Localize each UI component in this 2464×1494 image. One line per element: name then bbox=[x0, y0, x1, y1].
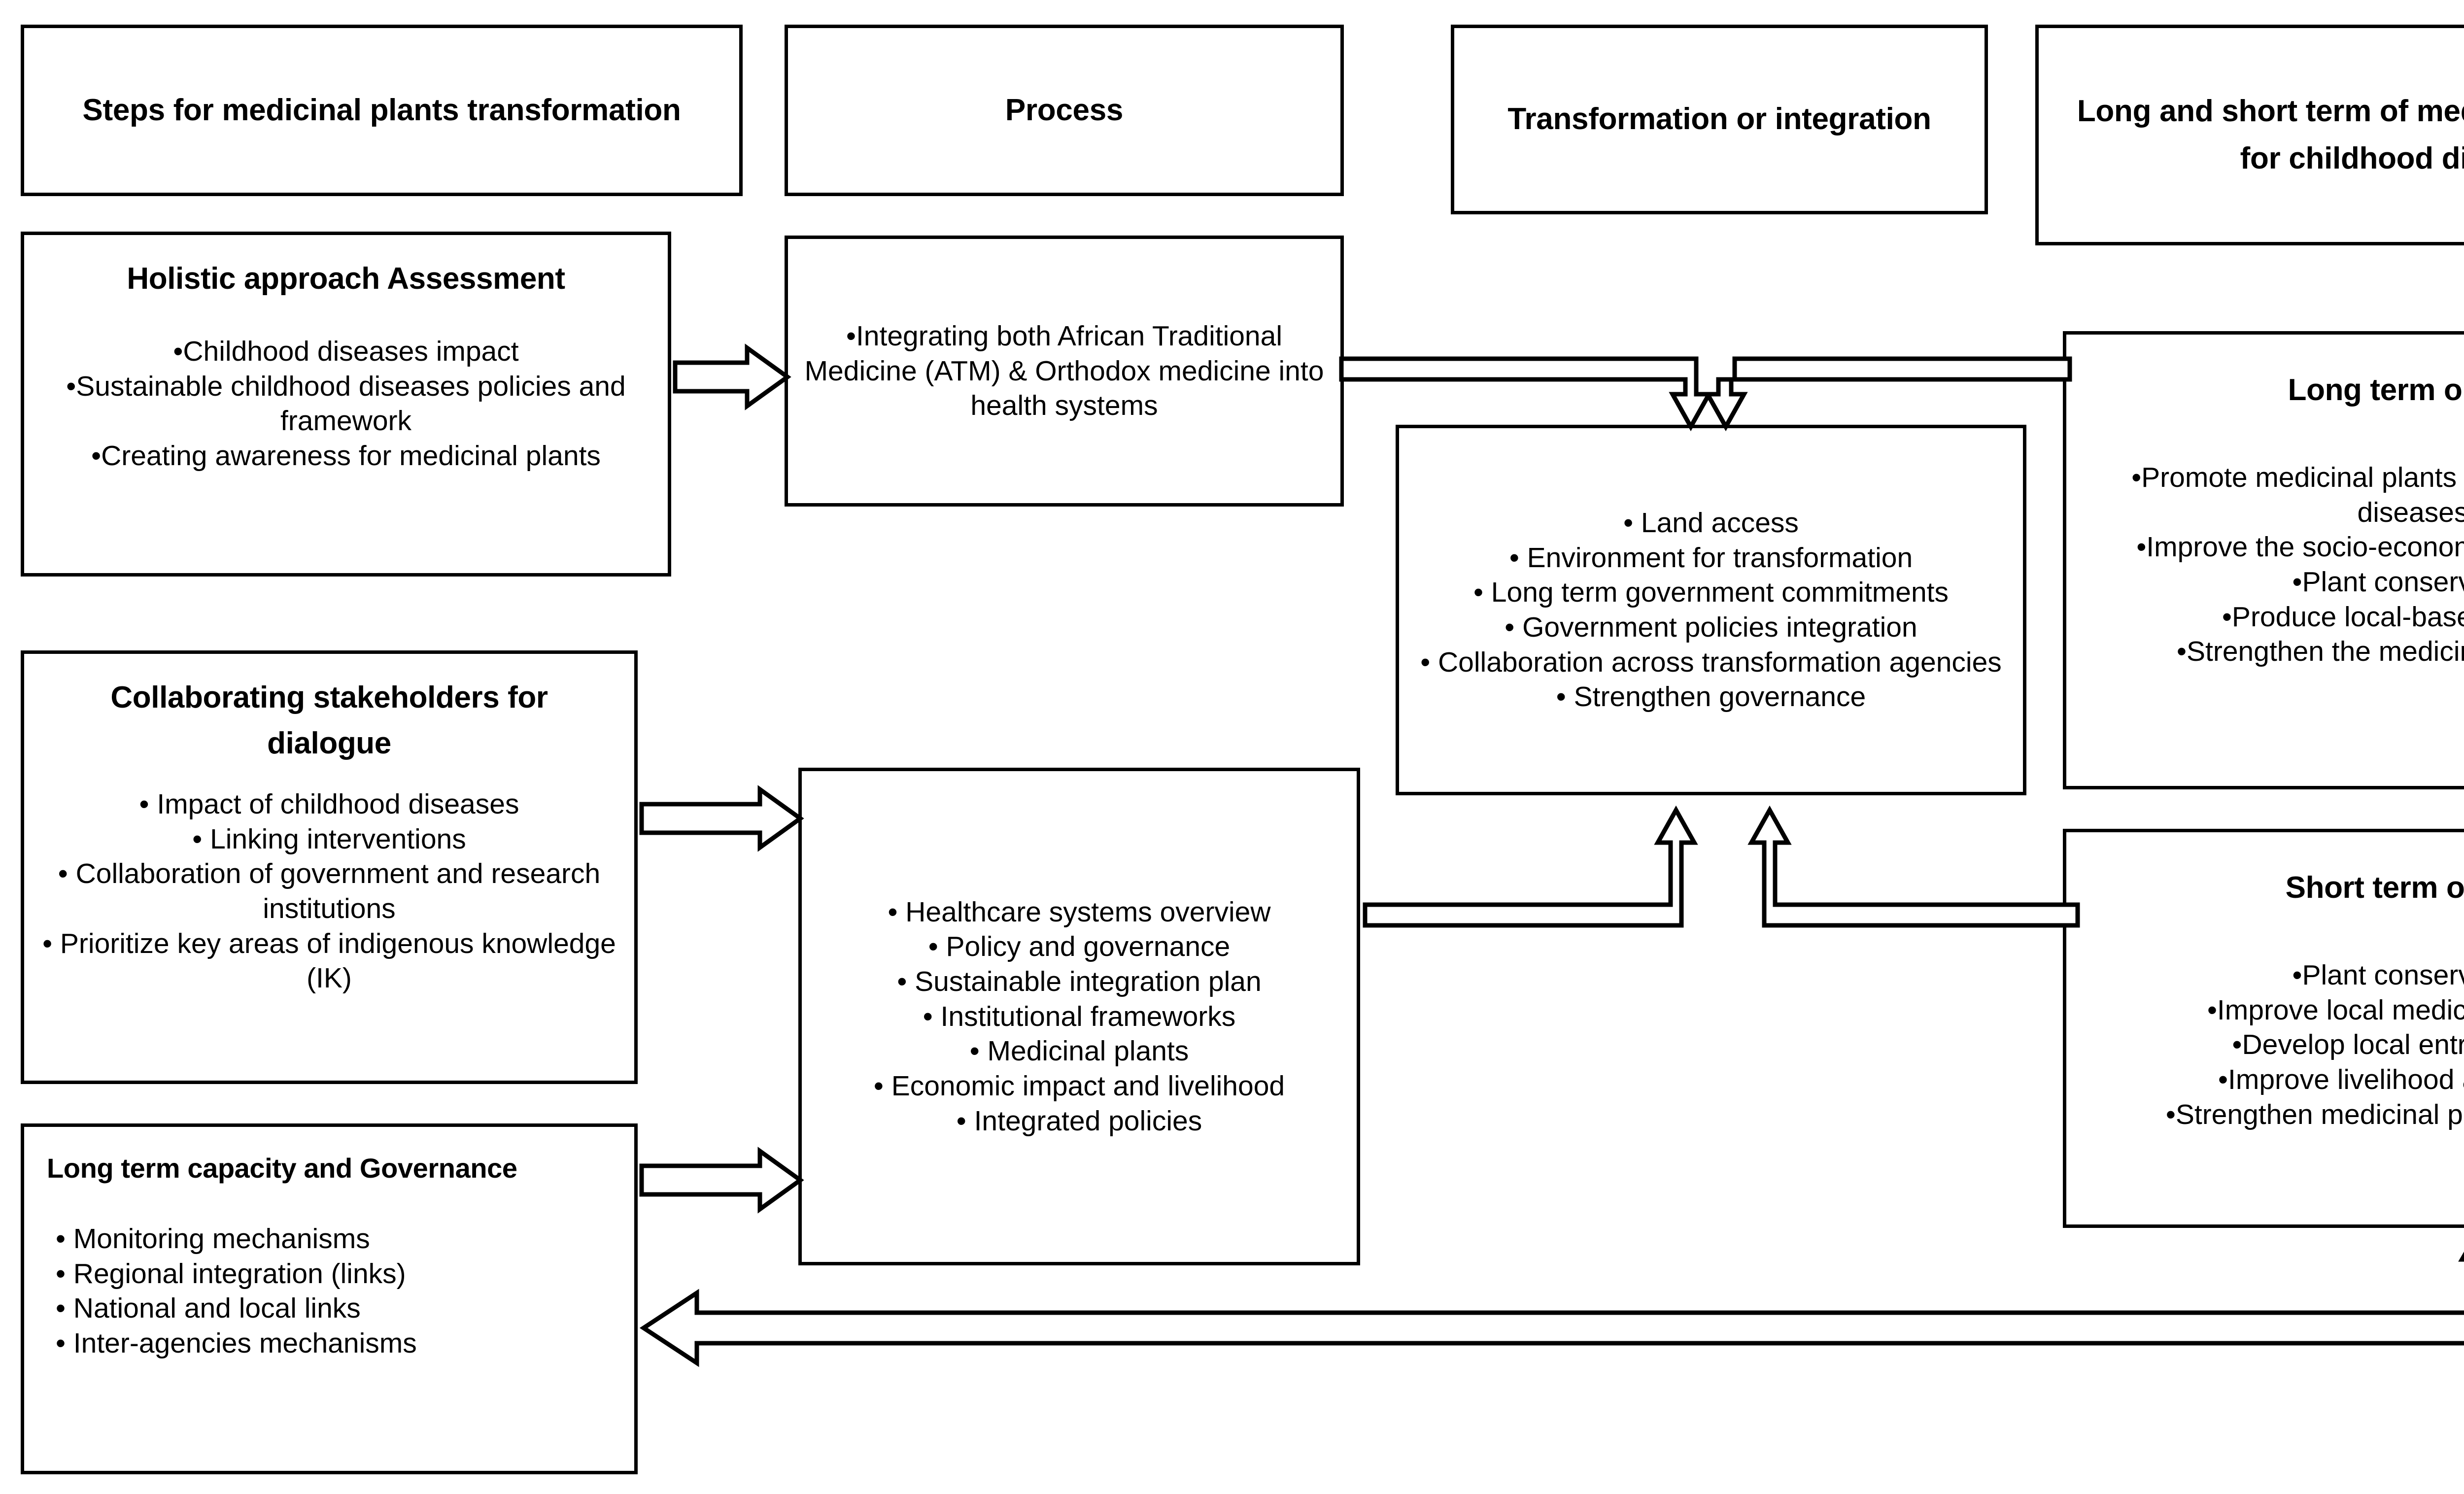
bullet-list-collaborating: Impact of childhood diseases Linking int… bbox=[24, 787, 634, 996]
box-long-term-capacity-governance: Long term capacity and Governance Monito… bbox=[21, 1123, 638, 1474]
box-title-holistic: Holistic approach Assessment bbox=[127, 262, 565, 296]
list-item: Policy and governance bbox=[802, 929, 1357, 964]
list-item: Environment for transformation bbox=[1399, 541, 2023, 576]
bullet-list-healthcare: Healthcare systems overview Policy and g… bbox=[802, 895, 1357, 1139]
list-item: Inter-agencies mechanisms bbox=[24, 1326, 634, 1361]
box-holistic-approach-assessment: Holistic approach Assessment Childhood d… bbox=[21, 232, 671, 577]
list-item: Creating awareness for medicinal plants bbox=[24, 439, 668, 474]
bullet-list-long-term-output: Promote medicinal plants used for childh… bbox=[2066, 460, 2464, 669]
header-box-steps: Steps for medicinal plants transformatio… bbox=[21, 25, 743, 196]
list-item: Collaboration across transformation agen… bbox=[1399, 645, 2023, 680]
list-item: Childhood diseases impact bbox=[24, 334, 668, 369]
box-title-long-term-output: Long term output bbox=[2288, 373, 2464, 407]
list-item: Integrating both African Traditional Med… bbox=[788, 319, 1340, 423]
arrow-capacity-to-healthcare bbox=[639, 1147, 804, 1214]
list-item: Strengthen the medicinal value-chain bbox=[2066, 634, 2464, 669]
arrow-shortterm-to-capacity bbox=[639, 1252, 2464, 1367]
list-item: Government policies integration bbox=[1399, 610, 2023, 645]
list-item: Prioritize key areas of indigenous knowl… bbox=[24, 926, 634, 996]
box-long-term-output: Long term output Promote medicinal plant… bbox=[2063, 331, 2464, 789]
box-integrating-atm-orthodox: Integrating both African Traditional Med… bbox=[785, 236, 1344, 507]
bullet-list-capacity: Monitoring mechanisms Regional integrati… bbox=[24, 1222, 634, 1361]
arrow-holistic-to-integrating bbox=[673, 343, 791, 410]
header-label-process: Process bbox=[1005, 93, 1124, 127]
box-transformation-integration-items: Land access Environment for transformati… bbox=[1396, 425, 2026, 795]
arrow-healthcare-to-transform bbox=[1363, 805, 1698, 928]
list-item: Medicinal plants bbox=[802, 1034, 1357, 1069]
list-item: Improve the socio-economic status of THP… bbox=[2066, 530, 2464, 565]
list-item: Sustainable childhood diseases policies … bbox=[24, 369, 668, 439]
list-item: Institutional frameworks bbox=[802, 999, 1357, 1034]
header-box-transformation: Transformation or integration bbox=[1451, 25, 1988, 214]
list-item: Healthcare systems overview bbox=[802, 895, 1357, 930]
list-item: Develop local entrepreneurs bbox=[2066, 1027, 2464, 1062]
box-title-capacity: Long term capacity and Governance bbox=[47, 1153, 517, 1184]
header-label-outputs: Long and short term of medicinal plants … bbox=[2077, 94, 2464, 175]
arrow-integrating-to-transform-shape bbox=[1339, 356, 1713, 432]
box-title-short-term-output: Short term output bbox=[2285, 871, 2464, 905]
list-item: Monitoring mechanisms bbox=[24, 1222, 634, 1256]
header-box-outputs: Long and short term of medicinal plants … bbox=[2035, 25, 2464, 245]
list-item: Long term government commitments bbox=[1399, 575, 2023, 610]
list-item: National and local links bbox=[24, 1291, 634, 1326]
list-item: Plant conservation bbox=[2066, 958, 2464, 993]
header-label-transformation: Transformation or integration bbox=[1507, 102, 1931, 136]
list-item: Improve livelihood and welfare bbox=[2066, 1062, 2464, 1097]
box-collaborating-stakeholders: Collaborating stakeholders for dialogue … bbox=[21, 650, 638, 1084]
header-label-steps: Steps for medicinal plants transformatio… bbox=[82, 93, 681, 127]
list-item: Collaboration of government and research… bbox=[24, 856, 634, 926]
bullet-list-short-term-output: Plant conservation Improve local medicin… bbox=[2066, 958, 2464, 1132]
list-item: Land access bbox=[1399, 506, 2023, 541]
bullet-list-holistic: Childhood diseases impact Sustainable ch… bbox=[24, 334, 668, 474]
arrow-collaborating-to-healthcare bbox=[639, 785, 804, 852]
list-item: Strengthen governance bbox=[1399, 679, 2023, 714]
bullet-list-transform: Land access Environment for transformati… bbox=[1399, 506, 2023, 714]
list-item: Regional integration (links) bbox=[24, 1256, 634, 1291]
list-item: Produce local-based products bbox=[2066, 600, 2464, 635]
arrow-shortterm-to-transform bbox=[1747, 805, 2080, 928]
bullet-list-integrating: Integrating both African Traditional Med… bbox=[768, 319, 1360, 423]
list-item: Strengthen medicinal plant value-chain bbox=[2066, 1097, 2464, 1132]
list-item: Impact of childhood diseases bbox=[24, 787, 634, 822]
list-item: Promote medicinal plants used for childh… bbox=[2066, 460, 2464, 530]
list-item: Linking interventions bbox=[24, 822, 634, 857]
list-item: Integrated policies bbox=[802, 1104, 1357, 1139]
header-box-process: Process bbox=[785, 25, 1344, 196]
list-item: Economic impact and livelihood bbox=[802, 1069, 1357, 1104]
list-item: Plant conservation bbox=[2066, 565, 2464, 600]
box-healthcare-systems: Healthcare systems overview Policy and g… bbox=[798, 768, 1360, 1265]
list-item: Sustainable integration plan bbox=[802, 964, 1357, 999]
list-item: Improve local medicinal markets bbox=[2066, 993, 2464, 1028]
box-short-term-output: Short term output Plant conservation Imp… bbox=[2063, 829, 2464, 1228]
arrow-longterm-to-transform bbox=[1704, 356, 2072, 432]
box-title-collaborating: Collaborating stakeholders for dialogue bbox=[110, 680, 548, 760]
